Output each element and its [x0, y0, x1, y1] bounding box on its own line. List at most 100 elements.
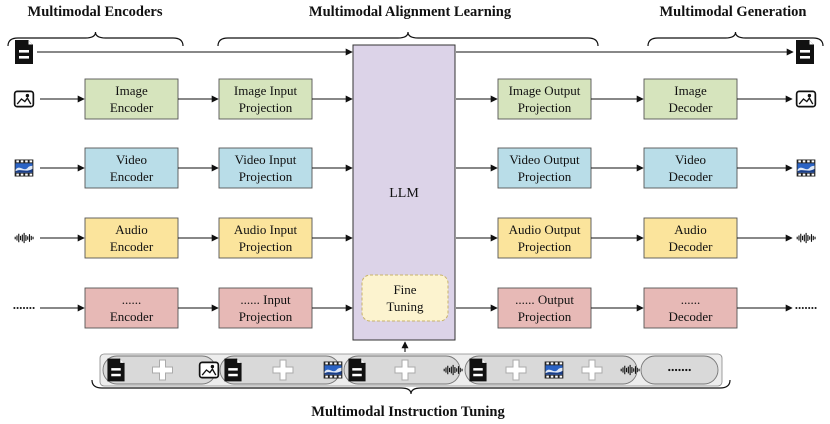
other-encoder: ......Encoder: [84, 287, 179, 329]
fine-tuning-label-2: Tuning: [386, 299, 424, 314]
video-encoder-label: Video: [116, 152, 147, 167]
video-decoder-label: Video: [675, 152, 706, 167]
text-icon: [348, 358, 366, 382]
video-encoder-label: Encoder: [110, 169, 154, 184]
image-output-projection-label: Image Output: [509, 83, 581, 98]
other-output-projection-box: [497, 287, 592, 329]
other-input-projection-label: Projection: [239, 309, 293, 324]
other-decoder-label: Decoder: [668, 309, 713, 324]
alignment-header: Multimodal Alignment Learning: [309, 4, 512, 20]
audio-icon: [796, 232, 816, 244]
image-icon: [13, 90, 35, 108]
plus-icon: [152, 359, 173, 381]
audio-input-projection-label: Audio Input: [234, 222, 298, 237]
image-output-projection-label: Projection: [518, 100, 572, 115]
instruction-brace: [91, 379, 731, 395]
video-input-projection-label: Video Input: [235, 152, 297, 167]
image-encoder-label: Image: [115, 83, 148, 98]
image-decoder-box: [643, 78, 738, 120]
fine-tuning-label-1: Fine: [393, 282, 416, 297]
audio-icon: [14, 232, 34, 244]
braces: [7, 31, 824, 395]
audio-icon: [620, 364, 640, 376]
instruction-pill-1: [102, 355, 220, 385]
video-output-projection-box: [497, 147, 592, 189]
instruction-pill-5: [640, 355, 719, 385]
image-decoder-label: Decoder: [668, 100, 713, 115]
image-icon: [795, 90, 817, 108]
alignment-brace: [217, 31, 599, 47]
other-output-projection-label: Projection: [518, 309, 572, 324]
plus-icon: [581, 359, 603, 381]
instruction-pill-4: [464, 355, 640, 385]
plus-icon: [272, 359, 294, 381]
video-icon: [323, 361, 343, 379]
audio-input-projection-label: Projection: [239, 239, 293, 254]
other-input-projection-label: ...... Input: [240, 292, 291, 307]
audio-input-projection-box: [218, 217, 313, 259]
image-encoder-box: [84, 78, 179, 120]
llm-label: LLM: [389, 186, 419, 201]
video-decoder-label: Decoder: [668, 169, 713, 184]
text-icon: [224, 358, 242, 382]
text-icon: [469, 358, 487, 382]
other-decoder-label: ......: [681, 292, 701, 307]
ellipsis-icon: [13, 306, 35, 310]
video-output-projection-label: Projection: [518, 169, 572, 184]
other-output-projection-label: ...... Output: [515, 292, 574, 307]
image-output-projection-box: [497, 78, 592, 120]
image-input-projection-label: Image Input: [234, 83, 298, 98]
row-other: ......Encoder ...... InputProjection.....…: [13, 287, 817, 329]
other-encoder-box: [84, 287, 179, 329]
audio-decoder-label: Audio: [674, 222, 707, 237]
ellipsis-icon: [668, 368, 691, 372]
instruction-pill-3: [343, 355, 463, 385]
plus-icon: [505, 359, 527, 381]
video-output-projection-label: Video Output: [509, 152, 580, 167]
image-input-projection-label: Projection: [239, 100, 293, 115]
other-input-projection-box: [218, 287, 313, 329]
encoders-header: Multimodal Encoders: [28, 4, 163, 20]
llm-block: LLM Fine Tuning: [352, 44, 456, 341]
other-decoder-box: [643, 287, 738, 329]
audio-encoder-label: Audio: [115, 222, 148, 237]
text-icon: [796, 40, 814, 64]
fine-tuning-box: [361, 274, 449, 322]
video-input-projection-box: [218, 147, 313, 189]
video-icon: [796, 159, 816, 177]
video-icon: [14, 159, 34, 177]
video-encoder-box: [84, 147, 179, 189]
text-icon: [15, 40, 33, 64]
audio-encoder-label: Encoder: [110, 239, 154, 254]
other-decoder: ...... Decoder: [643, 287, 738, 329]
text-flow: [15, 40, 814, 64]
audio-decoder-label: Decoder: [668, 239, 713, 254]
audio-encoder-box: [84, 217, 179, 259]
instruction-strip: [99, 341, 723, 387]
video-input-projection-label: Projection: [239, 169, 293, 184]
instruction-header: Multimodal Instruction Tuning: [311, 404, 505, 420]
other-encoder-label: ......: [122, 292, 142, 307]
audio-output-projection-label: Audio Output: [509, 222, 581, 237]
image-icon: [198, 361, 220, 379]
text-icon: [107, 358, 125, 382]
plus-icon: [394, 359, 416, 381]
image-decoder-label: Image: [674, 83, 707, 98]
